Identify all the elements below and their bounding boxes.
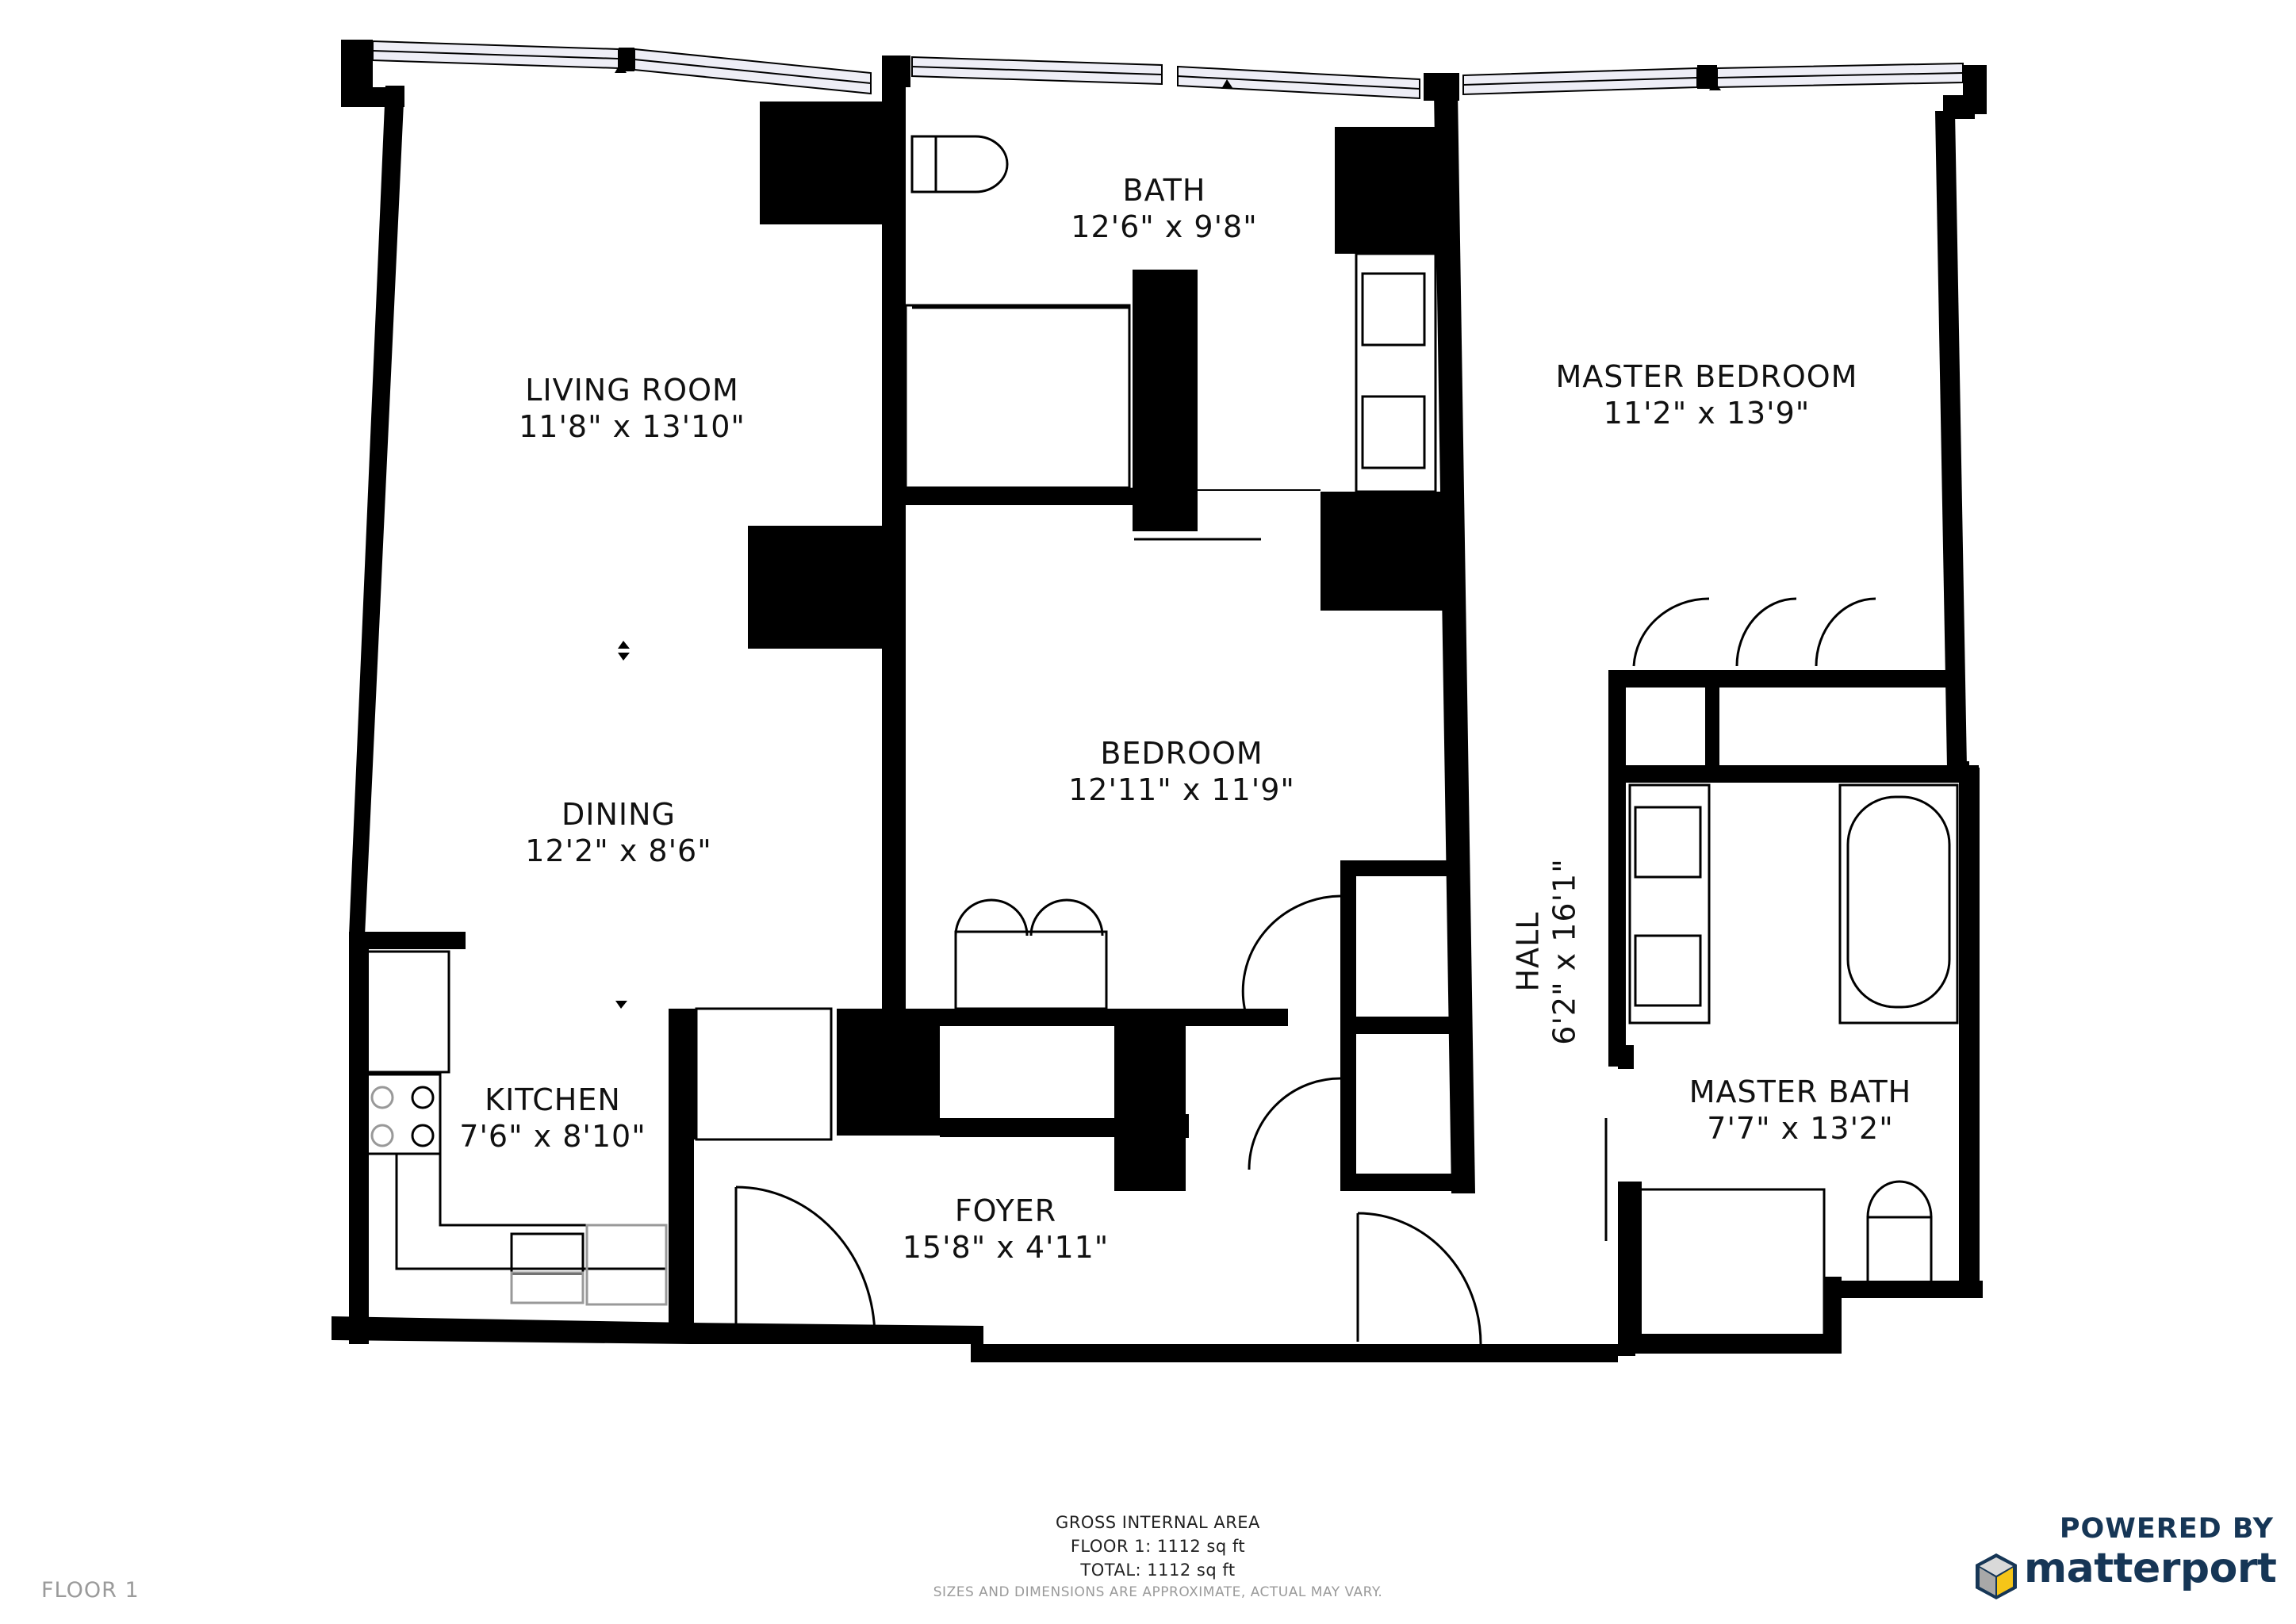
room-name: LIVING ROOM: [525, 373, 739, 408]
matterport-brand: POWERED BY matterport: [1968, 1507, 2286, 1602]
room-dimensions: 7'6" x 8'10": [459, 1118, 646, 1154]
room-name: HALL: [1510, 911, 1546, 992]
room-name: BEDROOM: [1100, 736, 1263, 771]
room-label-bath: BATH 12'6" x 9'8": [1071, 173, 1257, 245]
room-label-hall: HALL 6'2" x 16'1": [1510, 858, 1582, 1044]
room-dimensions: 11'2" x 13'9": [1603, 395, 1811, 431]
area-disclaimer: SIZES AND DIMENSIONS ARE APPROXIMATE, AC…: [933, 1584, 1383, 1600]
room-dimensions: 6'2" x 16'1": [1547, 858, 1581, 1045]
room-dimensions: 7'7" x 13'2": [1707, 1110, 1894, 1146]
room-name: BATH: [1122, 173, 1206, 208]
area-total-line: TOTAL: 1112 sq ft: [1080, 1561, 1236, 1580]
room-name: MASTER BATH: [1688, 1074, 1912, 1109]
windows: [372, 40, 1964, 100]
room-dimensions: 12'2" x 8'6": [525, 833, 712, 868]
powered-by-text: POWERED BY: [2059, 1513, 2274, 1545]
dimension-markers: [615, 63, 1721, 1009]
gross-internal-area: GROSS INTERNAL AREA FLOOR 1: 1112 sq ft …: [933, 1511, 1382, 1603]
room-name: DINING: [562, 797, 676, 832]
room-name: MASTER BEDROOM: [1555, 359, 1858, 394]
area-floor-line: FLOOR 1: 1112 sq ft: [1070, 1537, 1246, 1556]
room-label-living-room: LIVING ROOM 11'8" x 13'10": [519, 373, 746, 445]
floor-label: FLOOR 1: [41, 1578, 140, 1603]
room-dimensions: 15'8" x 4'11": [902, 1229, 1110, 1265]
room-dimensions: 12'11" x 11'9": [1068, 772, 1295, 807]
room-label-master-bath: MASTER BATH 7'7" x 13'2": [1689, 1074, 1912, 1147]
room-name: KITCHEN: [485, 1082, 621, 1117]
area-title: GROSS INTERNAL AREA: [1056, 1513, 1260, 1532]
room-label-dining: DINING 12'2" x 8'6": [525, 797, 711, 869]
matterport-wordmark: matterport: [2024, 1545, 2277, 1592]
room-label-master-bedroom: MASTER BEDROOM 11'2" x 13'9": [1556, 359, 1858, 431]
matterport-cube-icon: [1976, 1553, 2017, 1599]
room-dimensions: 12'6" x 9'8": [1071, 209, 1258, 244]
room-label-foyer: FOYER 15'8" x 4'11": [903, 1193, 1110, 1266]
walls: [332, 40, 1987, 1362]
fixtures: [354, 135, 1959, 1345]
room-label-bedroom: BEDROOM 12'11" x 11'9": [1068, 736, 1295, 808]
room-label-kitchen: KITCHEN 7'6" x 8'10": [459, 1082, 646, 1155]
room-dimensions: 11'8" x 13'10": [519, 408, 746, 444]
room-name: FOYER: [954, 1193, 1057, 1228]
